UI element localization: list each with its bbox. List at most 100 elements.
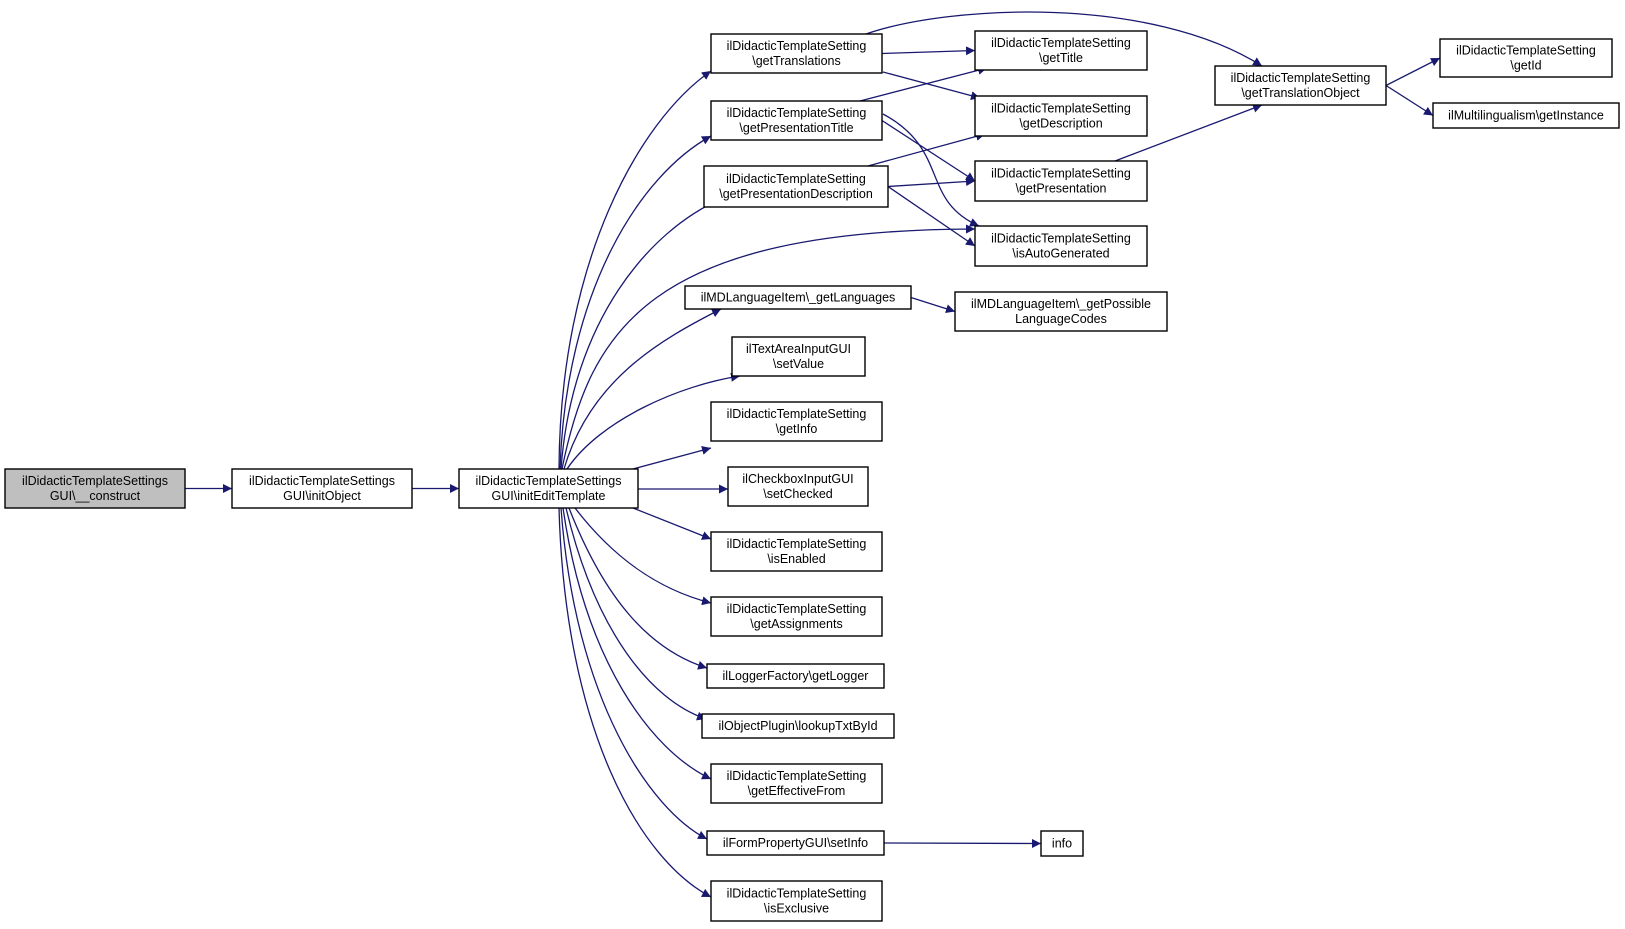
edge-initEditTemplate-to-lookupTxtById (565, 507, 707, 721)
node-getPresentationDescription[interactable]: ilDidacticTemplateSetting\getPresentatio… (703, 165, 889, 208)
node-label: \getAssignments (750, 617, 842, 631)
edge-getTranslations-to-getTranslationObject (865, 11, 1263, 67)
node-getDescription[interactable]: ilDidacticTemplateSetting\getDescription (974, 95, 1148, 137)
node-label: \getDescription (1019, 117, 1102, 131)
node-label: \getTranslations (752, 54, 840, 68)
edge-initEditTemplate-to-getPresentationDescription (560, 198, 722, 470)
node-getPresentation[interactable]: ilDidacticTemplateSetting\getPresentatio… (974, 160, 1148, 202)
node-label: ilDidacticTemplateSetting (727, 407, 867, 421)
node-label: ilDidacticTemplateSetting (727, 106, 867, 120)
node-label: info (1052, 837, 1072, 851)
node-label: ilDidacticTemplateSetting (1231, 71, 1371, 85)
node-box (1214, 65, 1387, 106)
node-box (974, 30, 1148, 71)
edge-getPresentationTitle-to-isAutoGenerated (882, 113, 980, 227)
node-label: ilDidacticTemplateSetting (991, 167, 1131, 181)
node-box (710, 100, 883, 141)
node-label: ilTextAreaInputGUI (746, 342, 851, 356)
node-isAutoGenerated[interactable]: ilDidacticTemplateSetting\isAutoGenerate… (974, 225, 1148, 267)
edge-getPresentationDescription-to-getDescription (867, 132, 986, 167)
node-box (706, 830, 885, 856)
node-setInfo[interactable]: ilFormPropertyGUI\setInfo (706, 830, 885, 856)
node-label: ilDidacticTemplateSetting (726, 172, 866, 186)
node-getEffectiveFrom[interactable]: ilDidacticTemplateSetting\getEffectiveFr… (710, 763, 883, 804)
edge-initEditTemplate-to-getAssignments (574, 507, 712, 606)
node-label: \getPresentationTitle (739, 121, 853, 135)
edge-initEditTemplate-to-getEffectiveFrom (562, 507, 712, 780)
node-getId[interactable]: ilDidacticTemplateSetting\getId (1439, 38, 1613, 78)
node-getTitle[interactable]: ilDidacticTemplateSetting\getTitle (974, 30, 1148, 71)
nodes: ilDidacticTemplateSettingsGUI\__construc… (4, 30, 1620, 922)
edge-initEditTemplate-to-getLanguages (563, 308, 722, 470)
node-label: \isEnabled (767, 552, 825, 566)
node-label: GUI\initObject (283, 489, 361, 503)
node-box (684, 285, 912, 310)
node-box (710, 596, 883, 637)
node-getInfo[interactable]: ilDidacticTemplateSetting\getInfo (710, 401, 883, 442)
node-box (706, 663, 885, 689)
node-isEnabled[interactable]: ilDidacticTemplateSetting\isEnabled (710, 531, 883, 572)
node-getLanguages[interactable]: ilMDLanguageItem\_getLanguages (684, 285, 912, 310)
node-label: \isAutoGenerated (1012, 247, 1109, 261)
node-box (231, 468, 413, 509)
node-label: ilCheckboxInputGUI (742, 472, 853, 486)
node-initEditTemplate[interactable]: ilDidacticTemplateSettingsGUI\initEditTe… (458, 468, 639, 509)
edge-getTranslationObject-to-getInstance (1385, 84, 1434, 117)
node-label: \isExclusive (764, 902, 829, 916)
edge-initEditTemplate-to-isAutoGenerated (561, 224, 976, 470)
node-box (974, 160, 1148, 202)
node-box (710, 880, 883, 922)
node-box (974, 95, 1148, 137)
node-label: \setChecked (763, 487, 833, 501)
edge-setInfo-to-info (883, 838, 1042, 848)
node-label: ilDidacticTemplateSetting (727, 769, 867, 783)
node-setChecked[interactable]: ilCheckboxInputGUI\setChecked (727, 466, 869, 507)
node-getLogger[interactable]: ilLoggerFactory\getLogger (706, 663, 885, 689)
node-getAssignments[interactable]: ilDidacticTemplateSetting\getAssignments (710, 596, 883, 637)
node-box (4, 468, 186, 509)
edge-initEditTemplate-to-getLogger (568, 507, 708, 670)
node-label: ilDidacticTemplateSettings (22, 474, 168, 488)
node-label: ilMDLanguageItem\_getLanguages (701, 291, 896, 305)
edge-getPresentation-to-getTranslationObject (1114, 103, 1263, 162)
node-info[interactable]: info (1040, 830, 1084, 857)
node-label: \setValue (773, 357, 824, 371)
node-box (458, 468, 639, 509)
node-label: \getTranslationObject (1241, 86, 1360, 100)
node-label: ilObjectPlugin\lookupTxtById (718, 719, 877, 733)
node-box (710, 401, 883, 442)
node-label: ilMDLanguageItem\_getPossible (971, 297, 1151, 311)
node-box (731, 336, 866, 377)
node-label: ilLoggerFactory\getLogger (723, 669, 869, 683)
node-label: ilDidacticTemplateSetting (991, 36, 1131, 50)
node-getInstance[interactable]: ilMultilingualism\getInstance (1432, 102, 1620, 129)
node-setValue[interactable]: ilTextAreaInputGUI\setValue (731, 336, 866, 377)
node-label: \getTitle (1039, 51, 1083, 65)
node-label: \getId (1510, 59, 1541, 73)
node-box (974, 225, 1148, 267)
node-label: ilDidacticTemplateSettings (249, 474, 395, 488)
node-getPossibleLanguageCodes[interactable]: ilMDLanguageItem\_getPossibleLanguageCod… (954, 291, 1168, 332)
edge-getTranslationObject-to-getId (1385, 57, 1441, 87)
node-isExclusive[interactable]: ilDidacticTemplateSetting\isExclusive (710, 880, 883, 922)
node-box (710, 763, 883, 804)
edge-initEditTemplate-to-setInfo (560, 507, 708, 840)
node-box (954, 291, 1168, 332)
node-box (1439, 38, 1613, 78)
node-label: LanguageCodes (1015, 312, 1107, 326)
node-box (710, 33, 883, 74)
edge-getTranslations-to-getTitle (881, 46, 976, 56)
node-getPresentationTitle[interactable]: ilDidacticTemplateSetting\getPresentatio… (710, 100, 883, 141)
node-label: ilMultilingualism\getInstance (1448, 109, 1604, 123)
node-label: GUI\initEditTemplate (492, 489, 606, 503)
node-label: ilDidacticTemplateSetting (727, 39, 867, 53)
node-getTranslations[interactable]: ilDidacticTemplateSetting\getTranslation… (710, 33, 883, 74)
node-construct[interactable]: ilDidacticTemplateSettingsGUI\__construc… (4, 468, 186, 509)
node-lookupTxtById[interactable]: ilObjectPlugin\lookupTxtById (701, 713, 895, 739)
node-getTranslationObject[interactable]: ilDidacticTemplateSetting\getTranslation… (1214, 65, 1387, 106)
node-label: \getEffectiveFrom (748, 784, 846, 798)
edge-initEditTemplate-to-getTranslations (558, 70, 712, 470)
edge-getPresentationTitle-to-getPresentation (881, 119, 976, 182)
